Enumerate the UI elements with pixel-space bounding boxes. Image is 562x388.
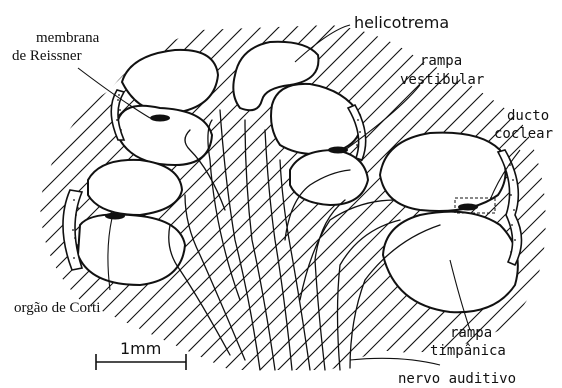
label-helicotrema: helicotrema [354,13,449,32]
label-rampa-vestibular-2: vestibular [400,72,484,88]
label-rampa-timpanica-1: rampa [450,325,492,341]
label-nervo-auditivo: nervo auditivo [398,371,516,387]
apex-upper-chamber [122,50,218,113]
label-rampa-vestibular-1: rampa [420,53,462,69]
scale-bar: 1mm [96,339,186,370]
scale-bar-label: 1mm [120,339,161,358]
base-left-upper-chamber [88,160,182,215]
base-right-upper-chamber [380,133,506,211]
label-membrana-2: de Reissner [12,48,82,64]
label-orgao-corti: orgão de Corti [14,300,100,316]
base-left-lower-chamber [78,214,185,285]
middle-upper-chamber [271,84,361,154]
label-ducto-1: ducto [507,108,549,124]
label-ducto-2: coclear [494,126,553,142]
label-rampa-timpanica-2: timpânica [430,343,506,359]
label-membrana-1: membrana [36,30,100,46]
